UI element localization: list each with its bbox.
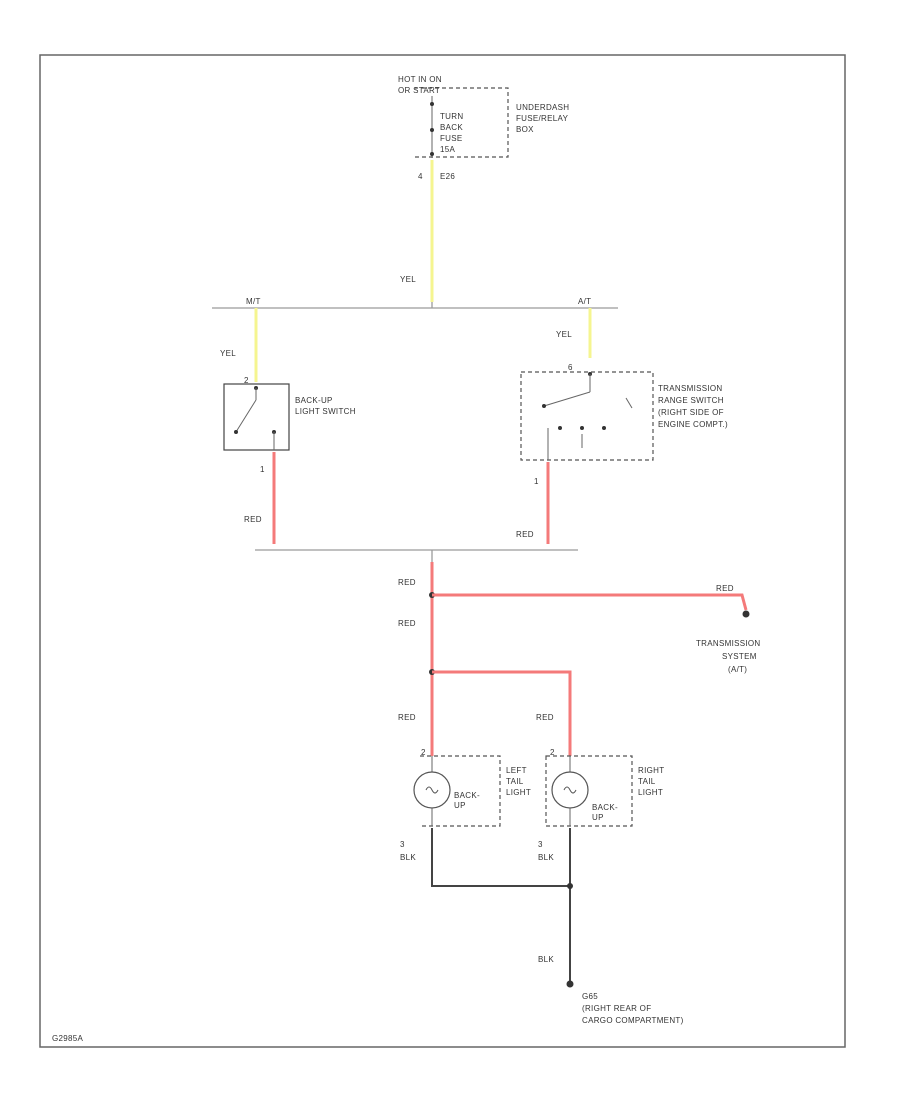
fuse-label-4: 15A — [440, 145, 455, 154]
red-branch-wire — [432, 593, 748, 611]
right-bulb-label-1: BACK- — [592, 803, 618, 812]
range-switch-contact-1 — [542, 404, 546, 408]
yel-mt-wire-label: YEL — [220, 349, 236, 358]
range-switch-pin-top: 6 — [568, 363, 573, 372]
fuse-box-outline — [414, 87, 509, 158]
fuse-label-1: TURN — [440, 112, 463, 121]
fuse-terminal-middle — [430, 128, 434, 132]
backup-switch-body — [223, 383, 290, 451]
backup-switch-pin-top: 2 — [244, 376, 249, 385]
red-left-wire-label: RED — [398, 713, 416, 722]
red-right-wire — [432, 670, 572, 756]
range-switch-label-2: RANGE SWITCH — [658, 396, 724, 405]
right-light-label-1: RIGHT — [638, 766, 664, 775]
ground-location-label-2: CARGO COMPARTMENT) — [582, 1016, 684, 1025]
range-switch-outline — [520, 371, 654, 461]
red-right-wire-label: RED — [536, 713, 554, 722]
power-source-label-1: HOT IN ON — [398, 75, 442, 84]
range-switch-label-1: TRANSMISSION — [658, 384, 723, 393]
blk-left-wire-label: BLK — [400, 853, 416, 862]
transmission-system-label-2: SYSTEM — [722, 652, 757, 661]
left-light-label-3: LIGHT — [506, 788, 531, 797]
right-light-label-2: TAIL — [638, 777, 656, 786]
right-tail-light: 2 BACK- UP RIGHT TAIL LIGHT 3 — [538, 748, 664, 849]
range-switch-label-4: ENGINE COMPT.) — [658, 420, 728, 429]
bus-mt-label: M/T — [246, 297, 261, 306]
bus-at-label: A/T — [578, 297, 591, 306]
red-mt-wire-label: RED — [244, 515, 262, 524]
backup-switch-label-1: BACK-UP — [295, 396, 333, 405]
fuse-box-label-2: FUSE/RELAY — [516, 114, 569, 123]
blk-ground-wire-label: BLK — [538, 955, 554, 964]
right-light-pin-top: 2 — [550, 748, 555, 757]
power-source-label-2: OR START — [398, 86, 440, 95]
backup-switch-pin-bottom: 1 — [260, 465, 265, 474]
left-tail-light: 2 BACK- UP LEFT TAIL LIGHT 3 — [400, 748, 531, 849]
range-switch-label-3: (RIGHT SIDE OF — [658, 408, 724, 417]
left-bulb-label-1: BACK- — [454, 791, 480, 800]
fuse-box-label-1: UNDERDASH — [516, 103, 569, 112]
blk-right-wire-label: BLK — [538, 853, 554, 862]
left-bulb-filament — [425, 786, 439, 794]
range-switch-contact-mark — [625, 397, 633, 409]
fuse-connector-label: E26 — [440, 172, 455, 181]
transmission-system-label-1: TRANSMISSION — [696, 639, 761, 648]
fuse-terminal-bottom — [430, 152, 434, 156]
range-switch-contact-2 — [558, 426, 562, 430]
transmission-range-switch: 6 TRANSMISSION RANGE SWITCH (RIGHT SIDE … — [520, 363, 728, 486]
ground-location-label-1: (RIGHT REAR OF — [582, 1004, 651, 1013]
left-light-pin-top: 2 — [421, 748, 426, 757]
right-tail-light-outline — [545, 755, 633, 827]
red-at-wire-label: RED — [516, 530, 534, 539]
right-light-pin-bottom: 3 — [538, 840, 543, 849]
transmission-system-label-3: (A/T) — [728, 665, 747, 674]
backup-switch-label-2: LIGHT SWITCH — [295, 407, 356, 416]
transmission-system-connector — [742, 610, 750, 618]
diagram-frame — [39, 54, 846, 1048]
red-main-wire-label: RED — [398, 578, 416, 587]
range-switch-contact-3 — [580, 426, 584, 430]
diagram-id-label: G2985A — [52, 1034, 84, 1043]
ground-point-icon — [566, 980, 574, 988]
red-branch-wire-label: RED — [716, 584, 734, 593]
red-main2-wire-label: RED — [398, 619, 416, 628]
left-tail-light-outline — [420, 755, 501, 827]
fuse-pin-label: 4 — [418, 172, 423, 181]
right-light-label-3: LIGHT — [638, 788, 663, 797]
backup-light-switch: 2 BACK-UP LIGHT SWITCH 1 — [223, 376, 356, 474]
left-bulb-label-2: UP — [454, 801, 466, 810]
ground-splice — [567, 883, 573, 889]
left-light-label-2: TAIL — [506, 777, 524, 786]
right-bulb-label-2: UP — [592, 813, 604, 822]
range-switch-blade — [543, 391, 591, 407]
left-light-pin-bottom: 3 — [400, 840, 405, 849]
ground-id-label: G65 — [582, 992, 598, 1001]
backup-switch-blade — [235, 399, 257, 433]
range-switch-contact-4 — [602, 426, 606, 430]
fuse-box-label-3: BOX — [516, 125, 534, 134]
range-switch-pin-bottom: 1 — [534, 477, 539, 486]
blk-left-wire — [431, 828, 570, 887]
fuse-relay-box: HOT IN ON OR START TURN BACK FUSE 15A UN… — [398, 75, 569, 181]
right-bulb-filament — [563, 786, 577, 794]
fuse-label-2: BACK — [440, 123, 463, 132]
left-light-label-1: LEFT — [506, 766, 527, 775]
fuse-label-3: FUSE — [440, 134, 463, 143]
backup-switch-pivot — [234, 430, 238, 434]
yel-main-wire-label: YEL — [400, 275, 416, 284]
yel-at-wire-label: YEL — [556, 330, 572, 339]
fuse-terminal-top — [430, 102, 434, 106]
